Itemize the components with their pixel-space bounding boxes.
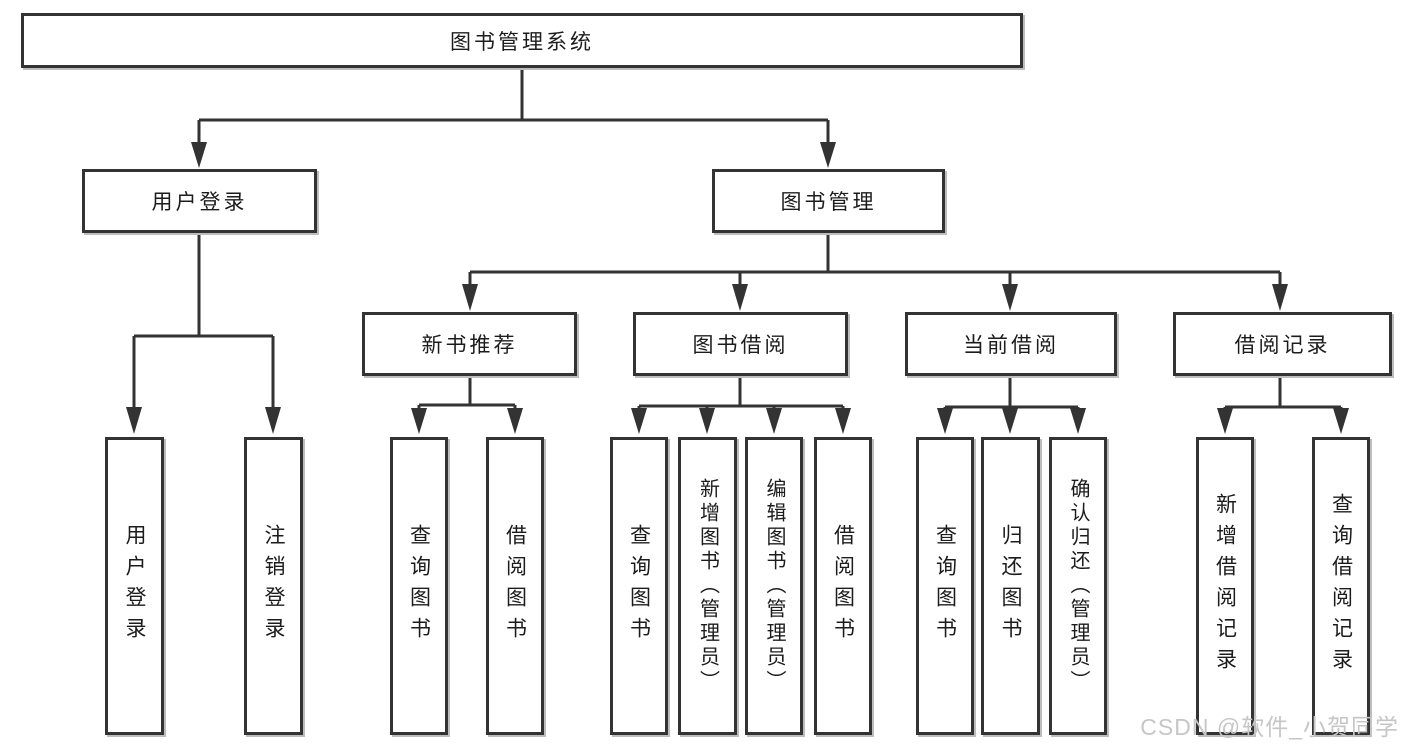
borrow-records-node-label: 借阅记录	[1234, 334, 1331, 357]
leaf-query-borrow-record: 查询借阅记录	[1312, 437, 1370, 735]
leaf-query-books-current-label: 查询图书	[933, 524, 957, 648]
leaf-edit-books-admin: 编辑图书（管理员）	[745, 437, 803, 735]
leaf-logout-label: 注销登录	[262, 524, 286, 648]
leaf-add-books-admin: 新增图书（管理员）	[678, 437, 737, 735]
root-node-label: 图书管理系统	[450, 30, 594, 54]
book-borrow-node: 图书借阅	[633, 312, 848, 376]
leaf-user-login-label: 用户登录	[123, 524, 147, 648]
user-login-node-label: 用户登录	[151, 191, 248, 214]
leaf-confirm-return-admin: 确认归还（管理员）	[1049, 437, 1107, 735]
leaf-borrow-books-recommend: 借阅图书	[486, 437, 544, 735]
leaf-borrow-books-recommend-label: 借阅图书	[503, 524, 527, 648]
new-book-recommend-node-label: 新书推荐	[421, 334, 518, 357]
leaf-add-borrow-record-label: 新增借阅记录	[1213, 493, 1237, 679]
leaf-confirm-return-admin-label: 确认归还（管理员）	[1067, 478, 1089, 694]
leaf-query-borrow-record-label: 查询借阅记录	[1329, 493, 1353, 679]
leaf-add-borrow-record: 新增借阅记录	[1196, 437, 1254, 735]
leaf-query-books-current: 查询图书	[916, 437, 974, 735]
leaf-add-books-admin-label: 新增图书（管理员）	[696, 478, 719, 694]
leaf-borrow-books-label: 借阅图书	[831, 524, 855, 648]
user-login-node: 用户登录	[82, 169, 317, 233]
current-borrow-node: 当前借阅	[905, 312, 1117, 376]
leaf-query-books-borrow: 查询图书	[610, 437, 668, 735]
leaf-edit-books-admin-label: 编辑图书（管理员）	[763, 478, 785, 694]
leaf-return-books: 归还图书	[981, 437, 1040, 735]
book-borrow-node-label: 图书借阅	[692, 334, 789, 357]
root-node-library-management-system: 图书管理系统	[21, 13, 1023, 68]
leaf-query-books-recommend: 查询图书	[390, 437, 448, 735]
new-book-recommend-node: 新书推荐	[362, 312, 577, 376]
book-management-node-label: 图书管理	[780, 191, 877, 214]
leaf-return-books-label: 归还图书	[999, 524, 1023, 648]
current-borrow-node-label: 当前借阅	[963, 334, 1059, 357]
borrow-records-node: 借阅记录	[1173, 312, 1392, 376]
leaf-borrow-books: 借阅图书	[814, 437, 872, 735]
leaf-query-books-borrow-label: 查询图书	[627, 524, 651, 648]
book-management-node: 图书管理	[712, 169, 945, 233]
leaf-logout: 注销登录	[244, 437, 303, 735]
leaf-user-login: 用户登录	[105, 437, 164, 735]
csdn-watermark: CSDN @软件_小贺同学	[1140, 714, 1399, 740]
leaf-query-books-recommend-label: 查询图书	[407, 524, 431, 648]
